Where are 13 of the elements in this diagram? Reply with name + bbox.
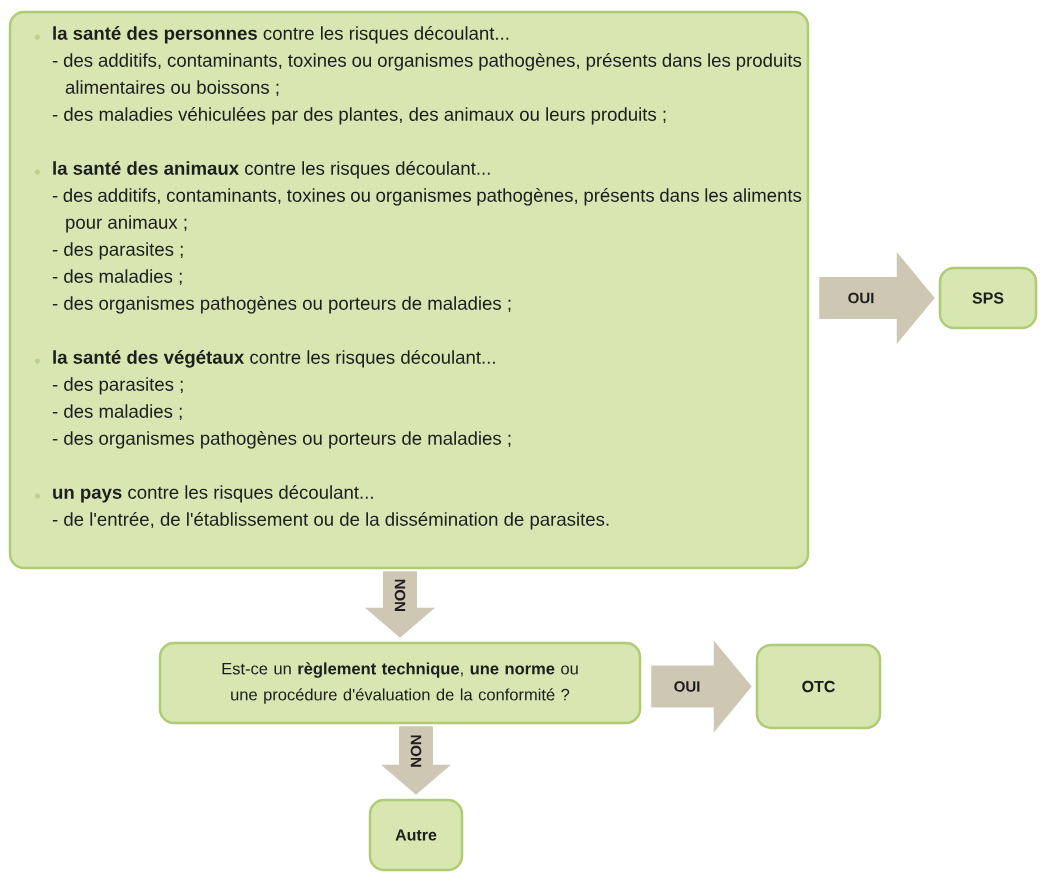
result-box: SPS (938, 266, 1038, 330)
edge-label: NON (394, 579, 406, 611)
block-arrow (381, 726, 451, 795)
criteria-box: la santé des personnes contre les risques découlant... - des additifs, contaminants, toxines ou organismes pathogènes, présents dans les produits alimentaires ou boissons ; - des maladies véhiculées par des plantes, des animaux ou leurs produits ; la santé des animaux contre les risques découlant... - des additifs, contaminants, toxines ou organismes pathogènes, présents dans les aliments pour animaux ; - des parasites ; - des maladies ; - des organismes pathogènes ou porteurs de maladies ; la santé des végétaux contre les risques découlant... - des parasites ; - des maladies ; - des organismes pathogènes ou porteurs de maladies ; un pays contre les risques découlant... - de l'entrée, de l'établissement ou de la dissémination de parasites. (8, 10, 810, 570)
question-box: Est-ce un règlement technique, une norme ou une procédure d'évaluation de la conformité ? (158, 641, 642, 725)
block-arrow (651, 640, 752, 733)
block-arrow (365, 571, 435, 638)
edge-label: NON (410, 735, 422, 767)
edge-label: OUI (674, 681, 700, 692)
result-box: OTC (755, 643, 882, 730)
result-box: Autre (368, 798, 464, 872)
edge-label: OUI (848, 292, 874, 304)
block-arrow (819, 252, 935, 344)
